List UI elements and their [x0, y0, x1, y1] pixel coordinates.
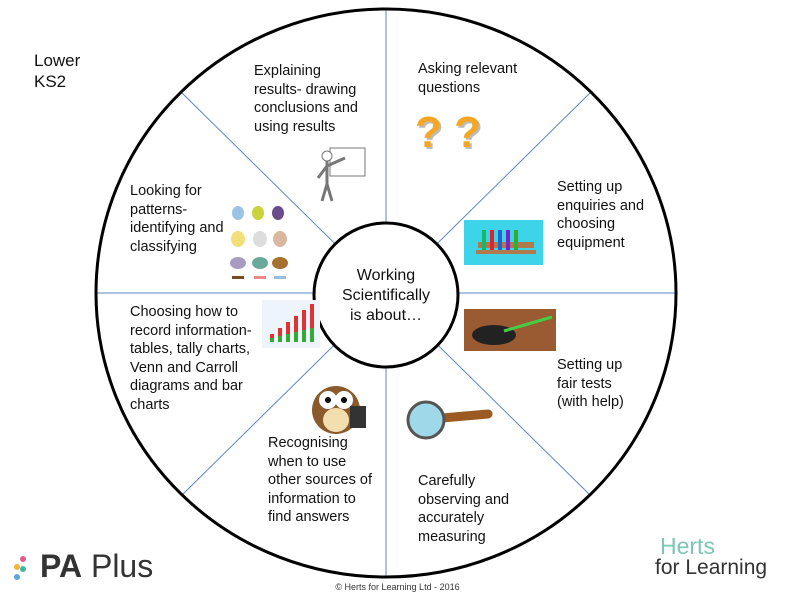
- segment-enquiries: Setting up enquiries and choosing equipm…: [557, 179, 645, 251]
- segment-fair-tests: Setting up fair tests (with help): [557, 357, 624, 410]
- segment-patterns: Looking for patterns- identifying and cl…: [130, 183, 224, 255]
- segment-observing: Carefully observing and accurately measu…: [418, 473, 510, 545]
- teacher-whiteboard-icon: [316, 147, 366, 202]
- inner-circle: [312, 221, 460, 369]
- pa-logo-light: Plus: [82, 548, 154, 584]
- herts-for-learning-logo: Herts for Learning: [655, 533, 767, 580]
- copyright: © Herts for Learning Ltd - 2016: [335, 582, 460, 592]
- pa-plus-logo: PA Plus: [40, 548, 153, 585]
- test-tube-rack-icon: [464, 220, 543, 265]
- center-text: Working Scientifically is about…: [341, 267, 431, 324]
- magnifying-glass-icon: [406, 400, 493, 440]
- owl-with-book-icon: [312, 386, 366, 434]
- question-marks-icon: ? ?: [415, 108, 481, 157]
- bar-chart-icon: [262, 300, 320, 348]
- segment-recording: Choosing how to record information- tabl…: [130, 304, 252, 413]
- hfl-logo-top: Herts: [660, 533, 715, 559]
- segment-explaining: Explaining results- drawing conclusions …: [254, 63, 358, 135]
- animals-grid-icon: [230, 206, 288, 279]
- hfl-logo-bottom: for Learning: [655, 556, 768, 579]
- corner-label: Lower KS2: [34, 51, 81, 91]
- segment-recognising: Recognising when to use other sources of…: [268, 435, 372, 525]
- pa-plus-dots-icon: [14, 556, 26, 580]
- pa-logo-bold: PA: [40, 548, 83, 584]
- outer-circle: [94, 7, 678, 579]
- segment-asking: Asking relevant questions: [418, 61, 518, 96]
- pipette-experiment-icon: [464, 309, 556, 351]
